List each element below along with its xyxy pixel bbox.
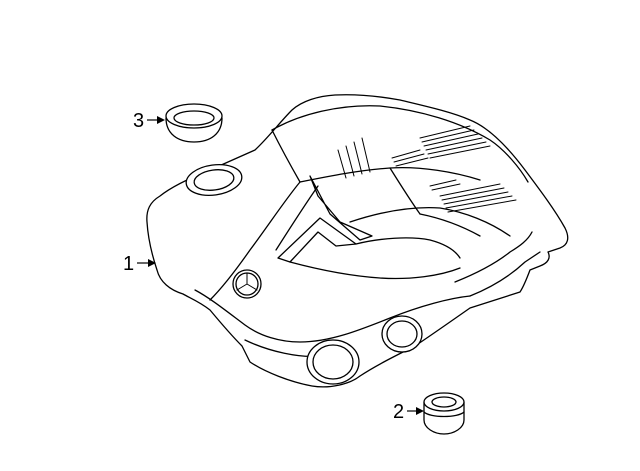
engine-cover-rib-1 xyxy=(389,167,421,215)
grommet[interactable] xyxy=(423,392,465,435)
engine-cover-upper-edge xyxy=(271,105,529,183)
front-hole-small xyxy=(381,315,423,353)
engine-cover-center-channel xyxy=(355,237,461,259)
engine-cover-rib-3 xyxy=(419,213,481,237)
callout-3: 3 xyxy=(133,110,165,132)
oil-filler-ring-inner xyxy=(193,169,235,191)
engine-cover-rib-2 xyxy=(349,206,511,237)
engine-cover-right-inner xyxy=(454,231,533,283)
cap-top-rim xyxy=(165,103,223,129)
callout-1: 1 xyxy=(123,253,156,275)
engine-cover-right-edge xyxy=(469,251,541,297)
callout-2-arrow-icon xyxy=(416,407,424,415)
callout-1-arrow-icon xyxy=(148,259,156,267)
engine-cover-crease-main xyxy=(209,181,301,301)
engine-cover-v-emboss xyxy=(309,175,373,241)
grommet-top-inner xyxy=(431,396,457,408)
engine-cover-vent-lower xyxy=(429,179,517,213)
engine-cover-outline xyxy=(146,94,569,388)
star-emblem-icon xyxy=(232,269,262,299)
front-hole-large xyxy=(306,339,360,385)
engine-cover-front-band xyxy=(194,289,471,343)
callout-2-number: 2 xyxy=(393,401,404,423)
callout-1-number: 1 xyxy=(123,253,134,275)
grommet-band xyxy=(423,411,465,418)
engine-cover-crease-inner xyxy=(275,185,319,251)
callout-3-number: 3 xyxy=(133,110,144,132)
cap[interactable] xyxy=(165,103,223,143)
grommet-top xyxy=(423,392,465,412)
callout-3-arrow-icon xyxy=(157,116,165,124)
callout-2: 2 xyxy=(393,401,424,423)
cap-top-inner xyxy=(173,110,215,126)
engine-cover-center-channel-2 xyxy=(289,261,461,280)
engine-cover-ridge-left xyxy=(271,129,301,183)
engine-cover-vent-upper xyxy=(391,125,491,167)
engine-cover[interactable] xyxy=(146,94,569,388)
engine-cover-vertical-ribs xyxy=(337,137,371,179)
